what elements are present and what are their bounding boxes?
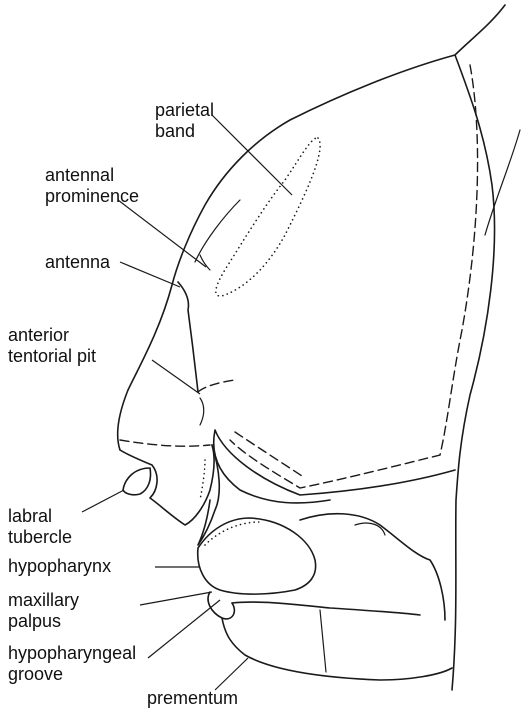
label-parietal-band: parietal band — [155, 100, 214, 142]
prementum-suture — [320, 610, 326, 672]
antennal-tick — [200, 255, 210, 270]
hypopharynx-lobe — [198, 518, 316, 594]
leader-prementum — [215, 658, 248, 690]
label-maxillary-palpus: maxillary palpus — [8, 590, 79, 632]
frontal-suture — [198, 380, 235, 392]
labrum-stipple — [200, 460, 205, 500]
label-antenna: antenna — [45, 252, 110, 273]
maxilla-lobe — [300, 514, 445, 620]
leader-anterior-tentorial-pit — [152, 360, 200, 394]
clypeal-line — [120, 440, 210, 446]
label-hypopharyngeal-groove: hypopharyngeal groove — [8, 643, 136, 685]
prementum-lobe — [222, 618, 452, 680]
label-hypopharynx: hypopharynx — [8, 556, 111, 577]
tentorial-pit-mark — [200, 398, 204, 425]
leader-parietal-band — [212, 115, 292, 195]
thorax-outline — [452, 5, 505, 690]
leader-hypopharyngeal-groove — [148, 600, 220, 658]
labrum-outline — [120, 445, 214, 525]
label-labral-tubercle: labral tubercle — [8, 506, 72, 548]
leader-antennal-prominence — [118, 200, 206, 267]
premental-upper-edge — [232, 602, 420, 615]
label-anterior-tentorial-pit: anterior tentorial pit — [8, 325, 96, 367]
labral-tubercle-shape — [123, 468, 151, 495]
hypopharynx-stipple — [205, 522, 260, 545]
antenna-shape — [178, 282, 198, 392]
genal-edge — [214, 430, 455, 503]
label-antennal-prominence: antennal prominence — [45, 165, 139, 207]
leader-antenna — [120, 262, 180, 287]
thorax-back-edge — [485, 130, 520, 235]
label-prementum: prementum — [147, 688, 238, 709]
maxillary-palpus-shape — [208, 592, 234, 619]
leader-maxillary-palpus — [140, 592, 212, 605]
genal-dash — [235, 432, 305, 478]
leader-labral-tubercle — [82, 490, 124, 512]
head-inner-border — [230, 65, 478, 488]
parietal-band-outline — [216, 138, 320, 296]
